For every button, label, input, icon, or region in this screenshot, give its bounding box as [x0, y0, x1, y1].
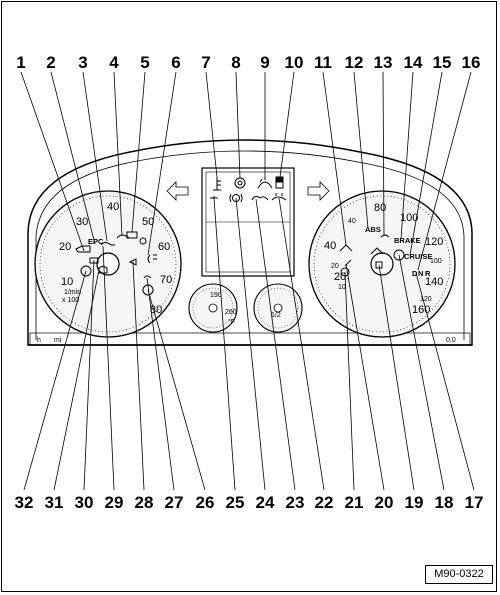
- callout-1: 1: [16, 53, 25, 72]
- coolant-gauge: 190 260 °F: [188, 283, 238, 333]
- callout-25: 25: [226, 493, 245, 512]
- speed-small-120: 120: [420, 296, 432, 303]
- speed-tick-20: 20: [334, 271, 346, 283]
- speed-tick-140: 140: [425, 276, 443, 288]
- fuel-reserve-icon: [375, 261, 383, 269]
- coolant-unit: °F: [228, 318, 235, 326]
- callout-2: 2: [46, 53, 55, 72]
- callout-8: 8: [231, 53, 240, 72]
- tach-tick-30: 30: [76, 216, 88, 228]
- center-display: [166, 167, 330, 277]
- tach-tick-10: 10: [61, 276, 73, 288]
- callout-5: 5: [140, 53, 149, 72]
- fuel-pump-icon: [275, 176, 284, 189]
- tach-tick-20: 20: [59, 241, 71, 253]
- cruise-label: CRUISE: [404, 252, 432, 261]
- callout-14: 14: [404, 53, 423, 72]
- callout-26: 26: [196, 493, 215, 512]
- warning-circle-icon: [393, 249, 405, 261]
- callout-9: 9: [260, 53, 269, 72]
- engine-icon: [75, 245, 91, 253]
- reference-code: M90-0322: [425, 565, 493, 584]
- coolant-low: 190: [210, 292, 222, 299]
- low-beam-icon: [143, 275, 152, 279]
- gear-r: R: [425, 269, 431, 278]
- speed-tick-120: 120: [425, 236, 443, 248]
- callout-6: 6: [171, 53, 180, 72]
- speed-small-20: 10: [338, 284, 346, 291]
- brake-label: BRAKE: [394, 236, 421, 245]
- tach-tick-50: 50: [142, 216, 154, 228]
- callout-28: 28: [135, 493, 154, 512]
- callout-30: 30: [75, 493, 94, 512]
- coolant-temp-icon: [213, 177, 221, 191]
- trunk-lid-icon: [271, 193, 287, 201]
- gear-n: N: [418, 269, 423, 278]
- gear-d: D: [412, 269, 418, 278]
- odometer-left: h: [37, 337, 41, 344]
- callout-11: 11: [314, 53, 332, 72]
- callout-18: 18: [435, 493, 454, 512]
- fuel-half: 1/2: [271, 312, 281, 319]
- speed-small-100: 100: [430, 258, 442, 265]
- tach-tick-40: 40: [107, 201, 119, 213]
- tachometer: 10 20 30 40 50 60 70 80 1/min x 100: [34, 190, 182, 338]
- callout-10: 10: [285, 53, 304, 72]
- callout-12: 12: [345, 53, 364, 72]
- tach-unit-top: 1/min: [64, 289, 81, 296]
- callout-32: 32: [15, 493, 34, 512]
- tach-unit-bottom: x 100: [62, 297, 79, 304]
- tire-pressure-icon: [80, 265, 92, 277]
- callout-19: 19: [405, 493, 424, 512]
- coolant-high: 260: [225, 309, 237, 316]
- callout-15: 15: [433, 53, 452, 72]
- speed-small-60: 40: [348, 218, 356, 225]
- speed-tick-100: 100: [400, 212, 418, 224]
- oil-can-icon: [98, 265, 108, 274]
- callout-22: 22: [315, 493, 334, 512]
- epc-label: EPC: [88, 237, 104, 246]
- right-turn-arrow-icon: [307, 181, 330, 201]
- abs-label: ABS: [365, 225, 381, 234]
- high-beam-icon: [116, 234, 130, 239]
- callout-3: 3: [78, 53, 87, 72]
- callout-20: 20: [375, 493, 394, 512]
- callout-16: 16: [462, 53, 481, 72]
- callout-13: 13: [374, 53, 393, 72]
- callout-27: 27: [165, 493, 184, 512]
- callout-numbers-top: 1 2 3 4 5 6 7 8 9 10 11 12 13 14 15 16: [16, 53, 480, 72]
- callout-31: 31: [45, 493, 64, 512]
- fuel-gauge: 1/2: [253, 283, 303, 333]
- odometer-right: 0.0: [446, 337, 456, 344]
- sun-icon: [139, 237, 147, 245]
- leader-lines-bottom: [23, 197, 475, 491]
- speed-tick-80: 80: [374, 202, 386, 214]
- speed-tick-160: 160: [412, 304, 430, 316]
- stability-icon: [370, 247, 384, 255]
- callout-24: 24: [256, 493, 275, 512]
- callout-7: 7: [201, 53, 210, 72]
- speed-small-40: 20: [331, 263, 339, 270]
- callout-21: 21: [345, 493, 364, 512]
- left-turn-arrow-icon: [166, 181, 189, 201]
- callout-numbers-bottom: 32 31 30 29 28 27 26 25 24 23 22 21 20 1…: [15, 493, 484, 512]
- steering-icon: [89, 257, 99, 264]
- abs-icon: [380, 234, 390, 238]
- tachometer-hub: [96, 252, 120, 276]
- leader-lines-top: [20, 71, 472, 271]
- callout-17: 17: [465, 493, 484, 512]
- callout-23: 23: [286, 493, 305, 512]
- callout-29: 29: [105, 493, 124, 512]
- speed-tick-40: 40: [324, 240, 336, 252]
- fog-light-icon: [147, 254, 157, 264]
- tach-tick-70: 70: [160, 274, 172, 286]
- callout-4: 4: [109, 53, 119, 72]
- door-open-icon: [251, 195, 269, 201]
- odometer-left-2: mi: [54, 337, 62, 344]
- glow-plug-icon: [100, 242, 115, 246]
- tach-tick-60: 60: [158, 241, 170, 253]
